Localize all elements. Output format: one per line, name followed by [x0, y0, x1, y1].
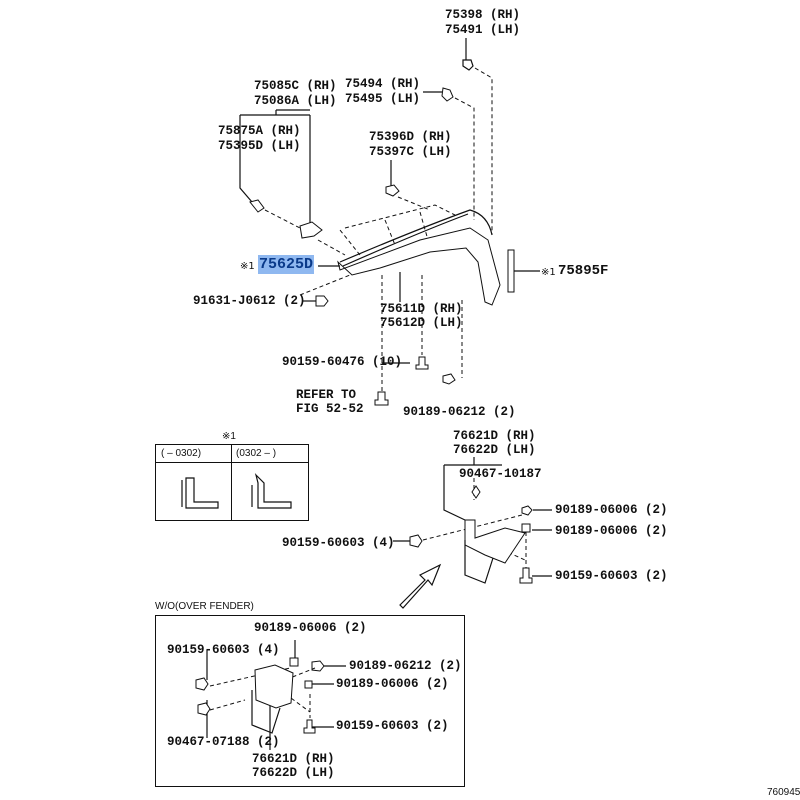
note-col-after: (0302 – )	[236, 448, 277, 459]
inset-part-90189-06006[interactable]: 90189-06006 (2)	[254, 621, 367, 635]
bracket-icon	[299, 221, 323, 239]
part-90189-06006-a[interactable]: 90189-06006 (2)	[555, 503, 668, 517]
note-col-before: ( – 0302)	[161, 448, 202, 459]
part-76622d-lh[interactable]: 76622D (LH)	[453, 443, 536, 457]
part-75895f[interactable]: 75895F	[558, 263, 609, 279]
inset-part-90159-60603-4[interactable]: 90159-60603 (4)	[167, 643, 280, 657]
inset-part-90189-06006-b[interactable]: 90189-06006 (2)	[336, 677, 449, 691]
part-75086a-lh[interactable]: 75086A (LH)	[254, 94, 337, 108]
arrow-icon	[399, 563, 442, 609]
part-90159-60603-2[interactable]: 90159-60603 (2)	[555, 569, 668, 583]
note-table: ( – 0302) (0302 – )	[155, 444, 309, 521]
part-90189-06212[interactable]: 90189-06212 (2)	[403, 405, 516, 419]
part-75611d-rh[interactable]: 75611D (RH)	[380, 302, 463, 316]
inset-part-76622d-lh[interactable]: 76622D (LH)	[252, 766, 335, 780]
clip-icon	[249, 199, 265, 213]
bolt-icon	[519, 567, 533, 584]
part-75397c-lh[interactable]: 75397C (LH)	[369, 145, 452, 159]
mudguard	[464, 519, 526, 564]
inset-title: W/O(OVER FENDER)	[155, 601, 254, 612]
part-75495-lh[interactable]: 75495 (LH)	[345, 92, 421, 106]
clip-icon	[441, 87, 454, 102]
part-75396d-rh[interactable]: 75396D (RH)	[369, 130, 452, 144]
part-75085c-rh[interactable]: 75085C (RH)	[254, 79, 337, 93]
moulding-profiles	[181, 473, 292, 509]
note-table-mark: ※1	[222, 431, 236, 442]
bolt-icon	[415, 356, 429, 370]
part-75875a-rh[interactable]: 75875A (RH)	[218, 124, 301, 138]
clip-icon	[462, 59, 474, 71]
inset-part-90159-60603-2[interactable]: 90159-60603 (2)	[336, 719, 449, 733]
part-90189-06006-b[interactable]: 90189-06006 (2)	[555, 524, 668, 538]
inset-part-90189-06212[interactable]: 90189-06212 (2)	[349, 659, 462, 673]
fender-moulding	[507, 249, 515, 293]
screw-icon	[409, 534, 423, 548]
note-mark: ※1	[240, 261, 255, 272]
part-91631-j0612[interactable]: 91631-J0612 (2)	[193, 294, 306, 308]
part-75491-lh[interactable]: 75491 (LH)	[445, 23, 521, 37]
inset-part-76621d-rh[interactable]: 76621D (RH)	[252, 752, 335, 766]
screw-icon	[315, 295, 329, 307]
part-90159-60603-4[interactable]: 90159-60603 (4)	[282, 536, 395, 550]
bolt-icon	[442, 373, 456, 385]
part-75395d-lh[interactable]: 75395D (LH)	[218, 139, 301, 153]
part-90467-10187[interactable]: 90467-10187	[459, 467, 542, 481]
inset-box	[155, 615, 465, 787]
diagram-id: 760945	[767, 787, 800, 798]
inset-part-90467-07188[interactable]: 90467-07188 (2)	[167, 735, 280, 749]
mudguard-inset	[254, 664, 294, 709]
refer-to-fig[interactable]: REFER TO	[296, 388, 357, 402]
note-mark: ※1	[541, 267, 556, 278]
bolt-icon	[374, 391, 389, 406]
refer-fig-number[interactable]: FIG 52-52	[296, 402, 364, 416]
over-fender	[337, 227, 501, 306]
part-76621d-rh[interactable]: 76621D (RH)	[453, 429, 536, 443]
part-75612d-lh[interactable]: 75612D (LH)	[380, 316, 463, 330]
part-75398-rh[interactable]: 75398 (RH)	[445, 8, 521, 22]
part-75625d-highlighted[interactable]: 75625D	[258, 255, 315, 274]
part-90159-60476[interactable]: 90159-60476 (10)	[282, 355, 403, 369]
clip-icon	[385, 184, 400, 197]
part-75494-rh[interactable]: 75494 (RH)	[345, 77, 421, 91]
